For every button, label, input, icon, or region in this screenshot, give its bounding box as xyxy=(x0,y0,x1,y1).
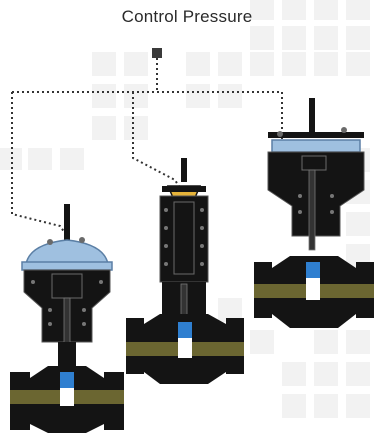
control-pressure-node xyxy=(152,48,162,58)
control-pressure-label: Control Pressure xyxy=(0,7,374,27)
valve-middle xyxy=(126,158,244,384)
valve-left xyxy=(10,204,124,433)
